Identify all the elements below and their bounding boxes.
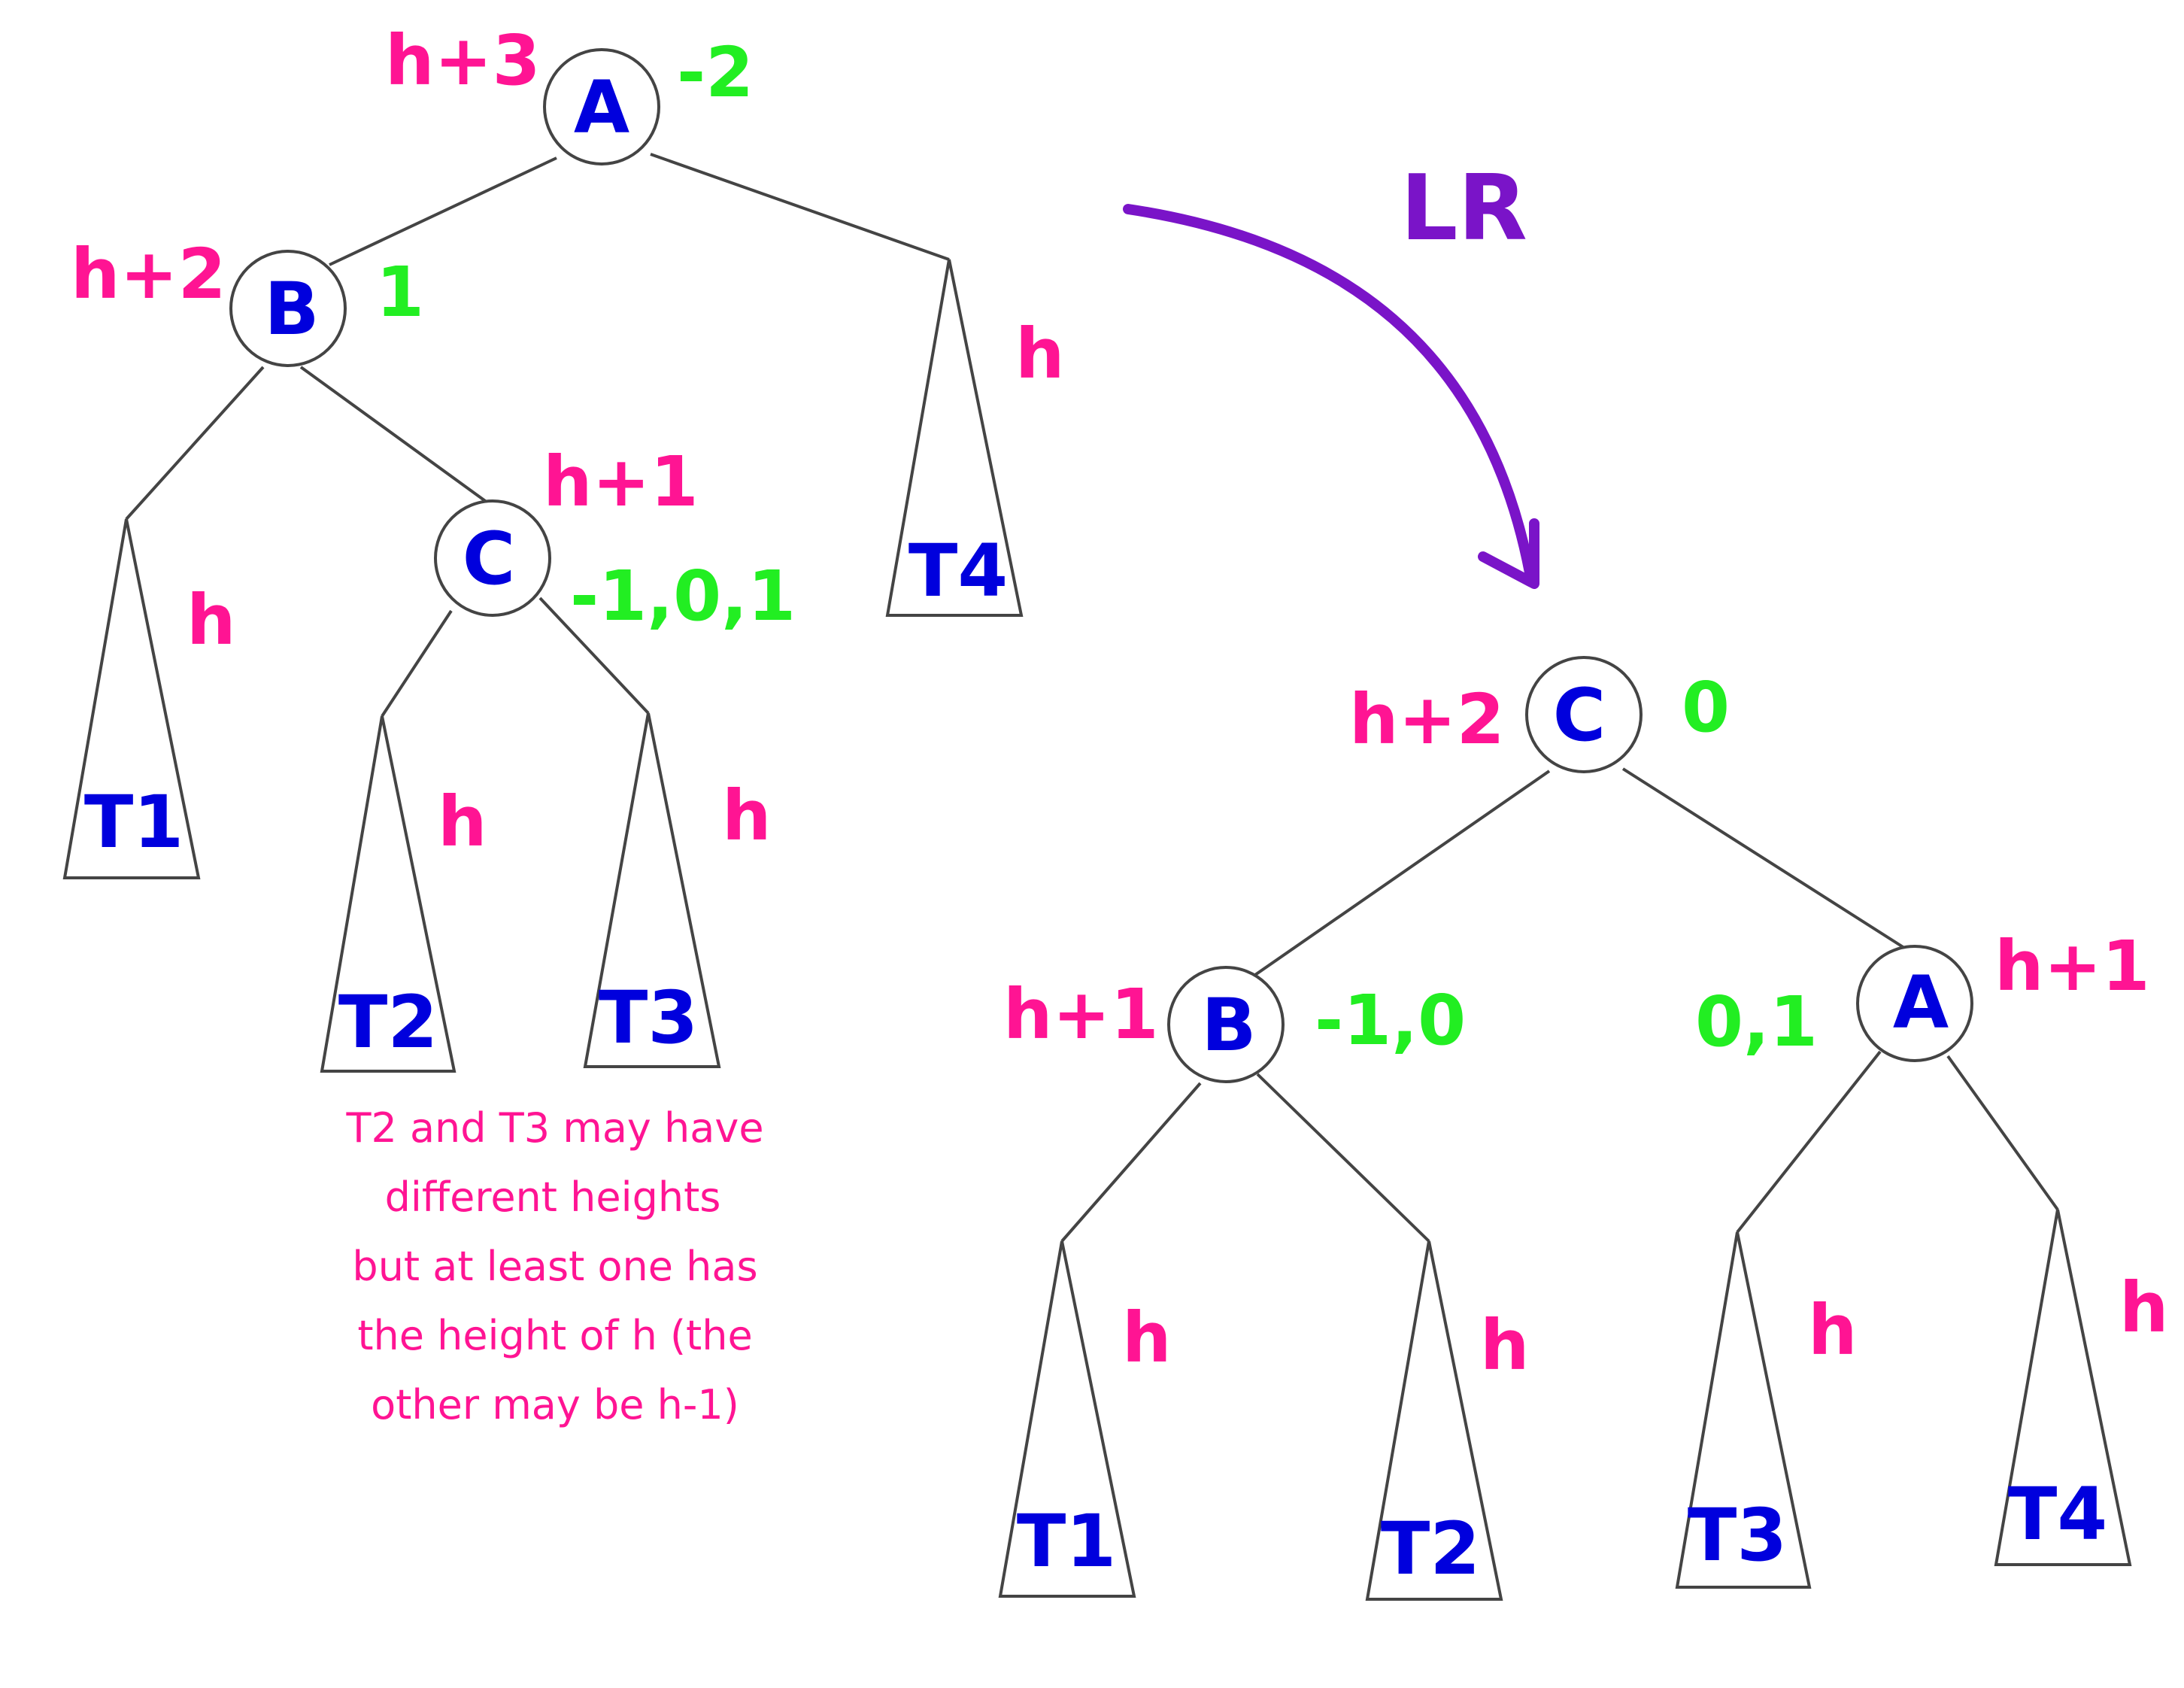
- subtree-t3-height: h: [722, 776, 772, 856]
- subtree-t2-after-label: T2: [1381, 1507, 1480, 1591]
- note-line-4: the height of h (the: [357, 1312, 752, 1359]
- rotation-arrowhead-icon: [1478, 518, 1539, 589]
- subtree-t3-label: T3: [599, 976, 698, 1060]
- node-c-after-balance: 0: [1682, 667, 1730, 748]
- subtree-t1-after-label: T1: [1017, 1499, 1116, 1583]
- subtree-t2-after: [1365, 1240, 1503, 1601]
- edge-a-t4: [650, 153, 950, 261]
- height-note: T2 and T3 may have different heights but…: [345, 1104, 763, 1428]
- edge-c-b: [1251, 770, 1551, 978]
- node-b-after-label: B: [1201, 983, 1256, 1067]
- edge-c-t3: [538, 597, 650, 715]
- node-a-label: A: [574, 65, 629, 150]
- node-a-after-height: h+1: [1994, 926, 2150, 1006]
- node-b-balance: 1: [376, 252, 424, 332]
- node-c-after-label: C: [1553, 673, 1606, 757]
- node-c-after: [1525, 656, 1643, 773]
- node-b-after: [1167, 966, 1285, 1083]
- subtree-t4-after-label: T4: [2008, 1472, 2107, 1556]
- node-b: [229, 250, 347, 367]
- subtree-t4-after: [1994, 1209, 2132, 1566]
- subtree-t2: [320, 715, 457, 1073]
- subtree-t4: [885, 259, 1024, 617]
- subtree-t3-after-height: h: [1808, 1290, 1858, 1371]
- note-line-1: T2 and T3 may have: [345, 1104, 763, 1152]
- subtree-t4-after-height: h: [2119, 1268, 2169, 1348]
- subtree-t4-label: T4: [908, 529, 1008, 613]
- subtree-t1-label: T1: [84, 780, 184, 864]
- node-a-after: [1856, 945, 1973, 1062]
- node-c-balance: -1,0,1: [570, 556, 796, 636]
- subtree-t2-after-height: h: [1480, 1305, 1530, 1386]
- subtree-t1-after-height: h: [1122, 1298, 1172, 1378]
- subtree-t1-after: [998, 1240, 1136, 1598]
- rotation-arrow-curve: [1123, 204, 1536, 586]
- node-b-after-height: h+1: [1003, 974, 1159, 1055]
- subtree-t2-height: h: [438, 782, 487, 862]
- subtree-t3-after-label: T3: [1688, 1493, 1787, 1577]
- subtree-t2-label: T2: [338, 980, 438, 1064]
- node-c: [434, 499, 551, 617]
- edge-b-c: [299, 366, 489, 504]
- after-tree: C B A h+2 h+1 h+1 0 -1,0 0,1 T1 T2 T3 T4…: [998, 656, 2169, 1601]
- subtree-t1: [62, 518, 201, 879]
- edge-b-t1: [125, 366, 265, 521]
- before-tree: A B C h+3 h+2 h+1 -2 1 -1,0,1 T1 T2 T3 T…: [62, 20, 1065, 1428]
- edge-b-t2-after: [1256, 1073, 1430, 1243]
- subtree-t3: [583, 712, 721, 1068]
- note-line-3: but at least one has: [352, 1243, 757, 1290]
- note-line-5: other may be h-1): [371, 1381, 739, 1428]
- node-b-after-balance: -1,0: [1315, 980, 1466, 1061]
- node-a-height: h+3: [385, 20, 541, 101]
- node-a-after-label: A: [1893, 961, 1949, 1045]
- edge-a-b: [329, 156, 557, 266]
- subtree-t3-after: [1675, 1231, 1812, 1589]
- note-line-2: different heights: [385, 1173, 721, 1221]
- node-c-height: h+1: [543, 442, 699, 522]
- node-c-label: C: [463, 517, 515, 601]
- edge-a-t3-after: [1736, 1050, 1882, 1234]
- edge-c-a: [1621, 767, 1906, 949]
- edge-b-t1-after: [1060, 1082, 1202, 1243]
- node-c-after-height: h+2: [1349, 679, 1505, 760]
- edge-a-t4-after: [1946, 1055, 2059, 1211]
- node-a-balance: -2: [677, 32, 754, 113]
- rotation-arrow: LR: [1123, 156, 1539, 589]
- node-a: [543, 48, 660, 165]
- edge-c-t2: [381, 609, 453, 718]
- subtree-t4-height: h: [1015, 314, 1065, 394]
- rotation-label: LR: [1400, 156, 1527, 261]
- node-b-height: h+2: [71, 234, 226, 314]
- subtree-t1-height: h: [187, 580, 236, 660]
- node-b-label: B: [264, 267, 319, 351]
- node-a-after-balance: 0,1: [1695, 982, 1818, 1062]
